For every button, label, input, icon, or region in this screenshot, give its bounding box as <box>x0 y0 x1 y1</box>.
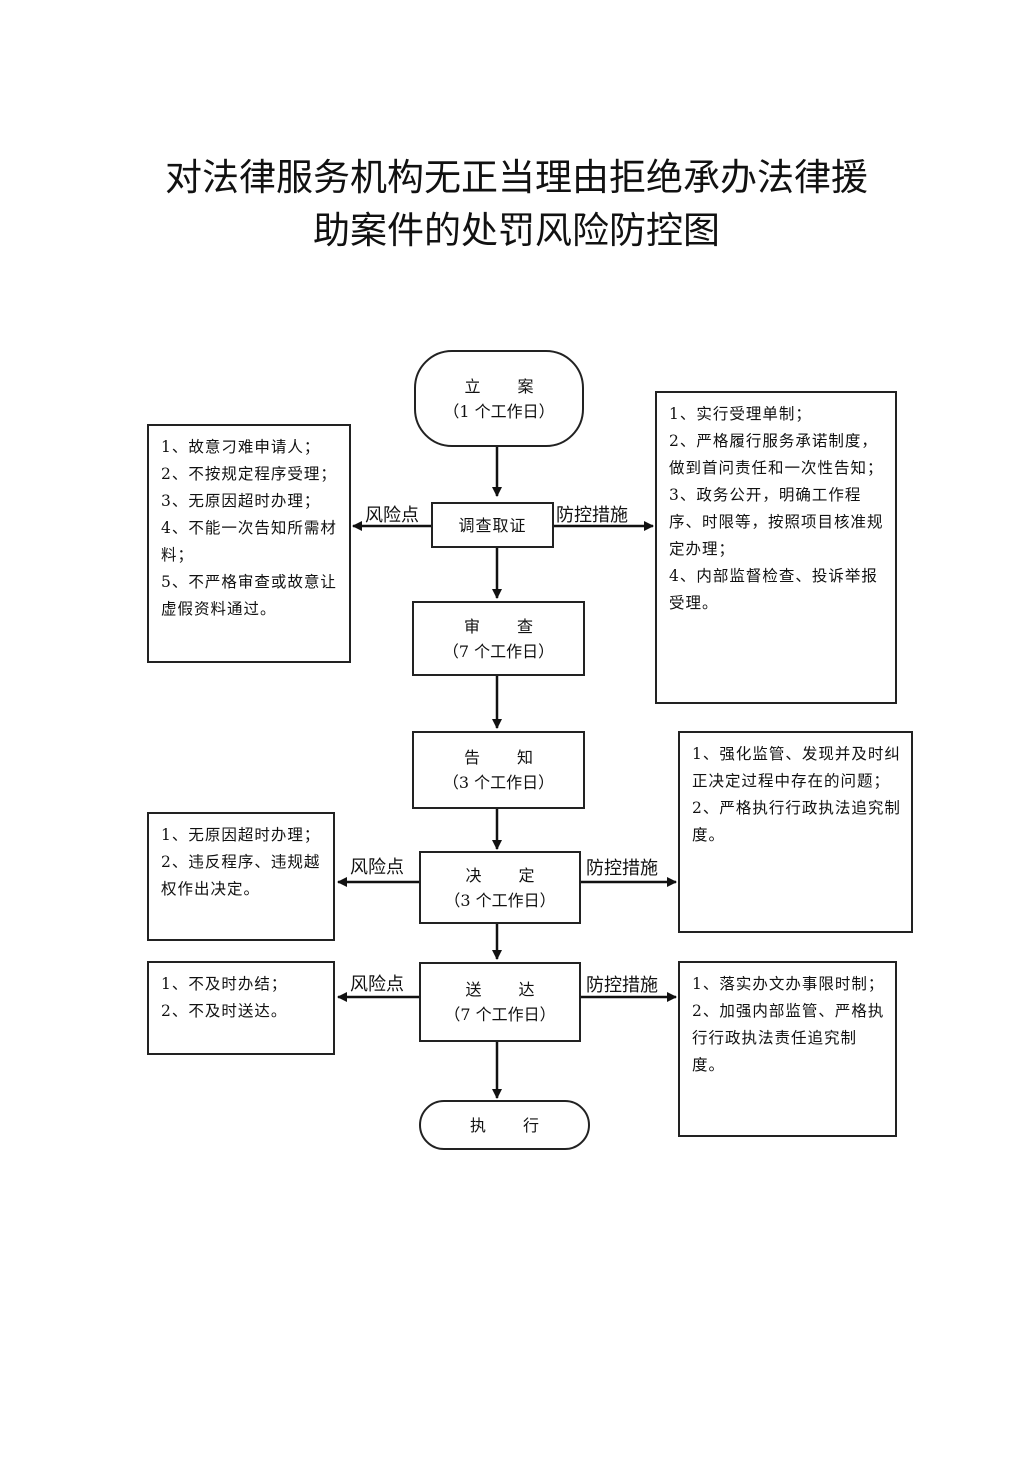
risk-item: 2、不及时送达。 <box>161 1002 288 1020</box>
node-shencha-days: （7 个工作日） <box>442 641 555 661</box>
node-zhixing: 执 行 <box>419 1100 590 1150</box>
risk-item: 3、无原因超时办理； <box>161 492 321 510</box>
node-lian: 立 案 （1 个工作日） <box>414 350 584 447</box>
control-item: 3、政务公开，明确工作程序、时限等，按照项目核准规定办理； <box>669 486 884 558</box>
control-item: 2、严格执行行政执法追究制度。 <box>692 799 901 844</box>
node-songda-days: （7 个工作日） <box>444 1005 556 1024</box>
node-songda: 送 达 （7 个工作日） <box>419 962 581 1042</box>
node-shencha-name: 审 查 <box>463 616 550 636</box>
risk-box-3: 1、不及时办结； 2、不及时送达。 <box>147 961 335 1055</box>
risk-box-1: 1、故意刁难申请人； 2、不按规定程序受理； 3、无原因超时办理； 4、不能一次… <box>147 424 351 663</box>
label-risk-1: 风险点 <box>365 505 419 526</box>
label-control-3: 防控措施 <box>586 975 658 996</box>
node-gaozhi-name: 告 知 <box>463 748 550 767</box>
risk-item: 1、故意刁难申请人； <box>161 438 321 456</box>
node-diaocha-name: 调查取证 <box>458 515 527 535</box>
control-item: 1、落实办文办事限时制； <box>692 975 885 993</box>
node-lian-name: 立 案 <box>464 376 550 396</box>
node-diaocha: 调查取证 <box>431 502 554 548</box>
control-item: 2、加强内部监管、严格执行行政执法责任追究制度。 <box>692 1002 885 1074</box>
risk-item: 4、不能一次告知所需材料； <box>161 519 337 564</box>
control-item: 4、内部监督检查、投诉举报受理。 <box>669 567 878 612</box>
risk-box-2: 1、无原因超时办理； 2、违反程序、违规越权作出决定。 <box>147 812 335 941</box>
risk-item: 5、不严格审查或故意让虚假资料通过。 <box>161 573 337 618</box>
node-lian-days: （1 个工作日） <box>443 401 555 421</box>
node-songda-name: 送 达 <box>465 980 551 999</box>
label-control-1: 防控措施 <box>556 505 628 526</box>
diagram-title-line2: 助案件的处罚风险防控图 <box>313 209 720 252</box>
node-jueding-days: （3 个工作日） <box>444 890 556 910</box>
node-gaozhi-days: （3 个工作日） <box>442 773 555 792</box>
control-box-1: 1、实行受理单制； 2、严格履行服务承诺制度，做到首问责任和一次性告知； 3、政… <box>655 391 897 704</box>
diagram-title-line1: 对法律服务机构无正当理由拒绝承办法律援 <box>165 156 868 199</box>
node-zhixing-name: 执 行 <box>469 1115 556 1135</box>
control-item: 2、严格履行服务承诺制度，做到首问责任和一次性告知； <box>669 432 884 477</box>
label-risk-3: 风险点 <box>350 974 404 995</box>
node-jueding-name: 决 定 <box>465 865 551 885</box>
node-jueding: 决 定 （3 个工作日） <box>419 851 581 924</box>
control-item: 1、实行受理单制； <box>669 405 812 423</box>
risk-item: 2、违反程序、违规越权作出决定。 <box>161 853 321 898</box>
label-control-2: 防控措施 <box>586 858 658 879</box>
node-shencha: 审 查 （7 个工作日） <box>412 601 585 676</box>
risk-item: 2、不按规定程序受理； <box>161 465 337 483</box>
label-risk-2: 风险点 <box>350 857 404 878</box>
control-box-3: 1、落实办文办事限时制； 2、加强内部监管、严格执行行政执法责任追究制度。 <box>678 961 897 1137</box>
risk-item: 1、无原因超时办理； <box>161 826 321 844</box>
node-gaozhi: 告 知 （3 个工作日） <box>412 731 585 809</box>
control-box-2: 1、强化监管、发现并及时纠正决定过程中存在的问题； 2、严格执行行政执法追究制度… <box>678 731 913 933</box>
risk-item: 1、不及时办结； <box>161 975 288 993</box>
control-item: 1、强化监管、发现并及时纠正决定过程中存在的问题； <box>692 745 901 790</box>
